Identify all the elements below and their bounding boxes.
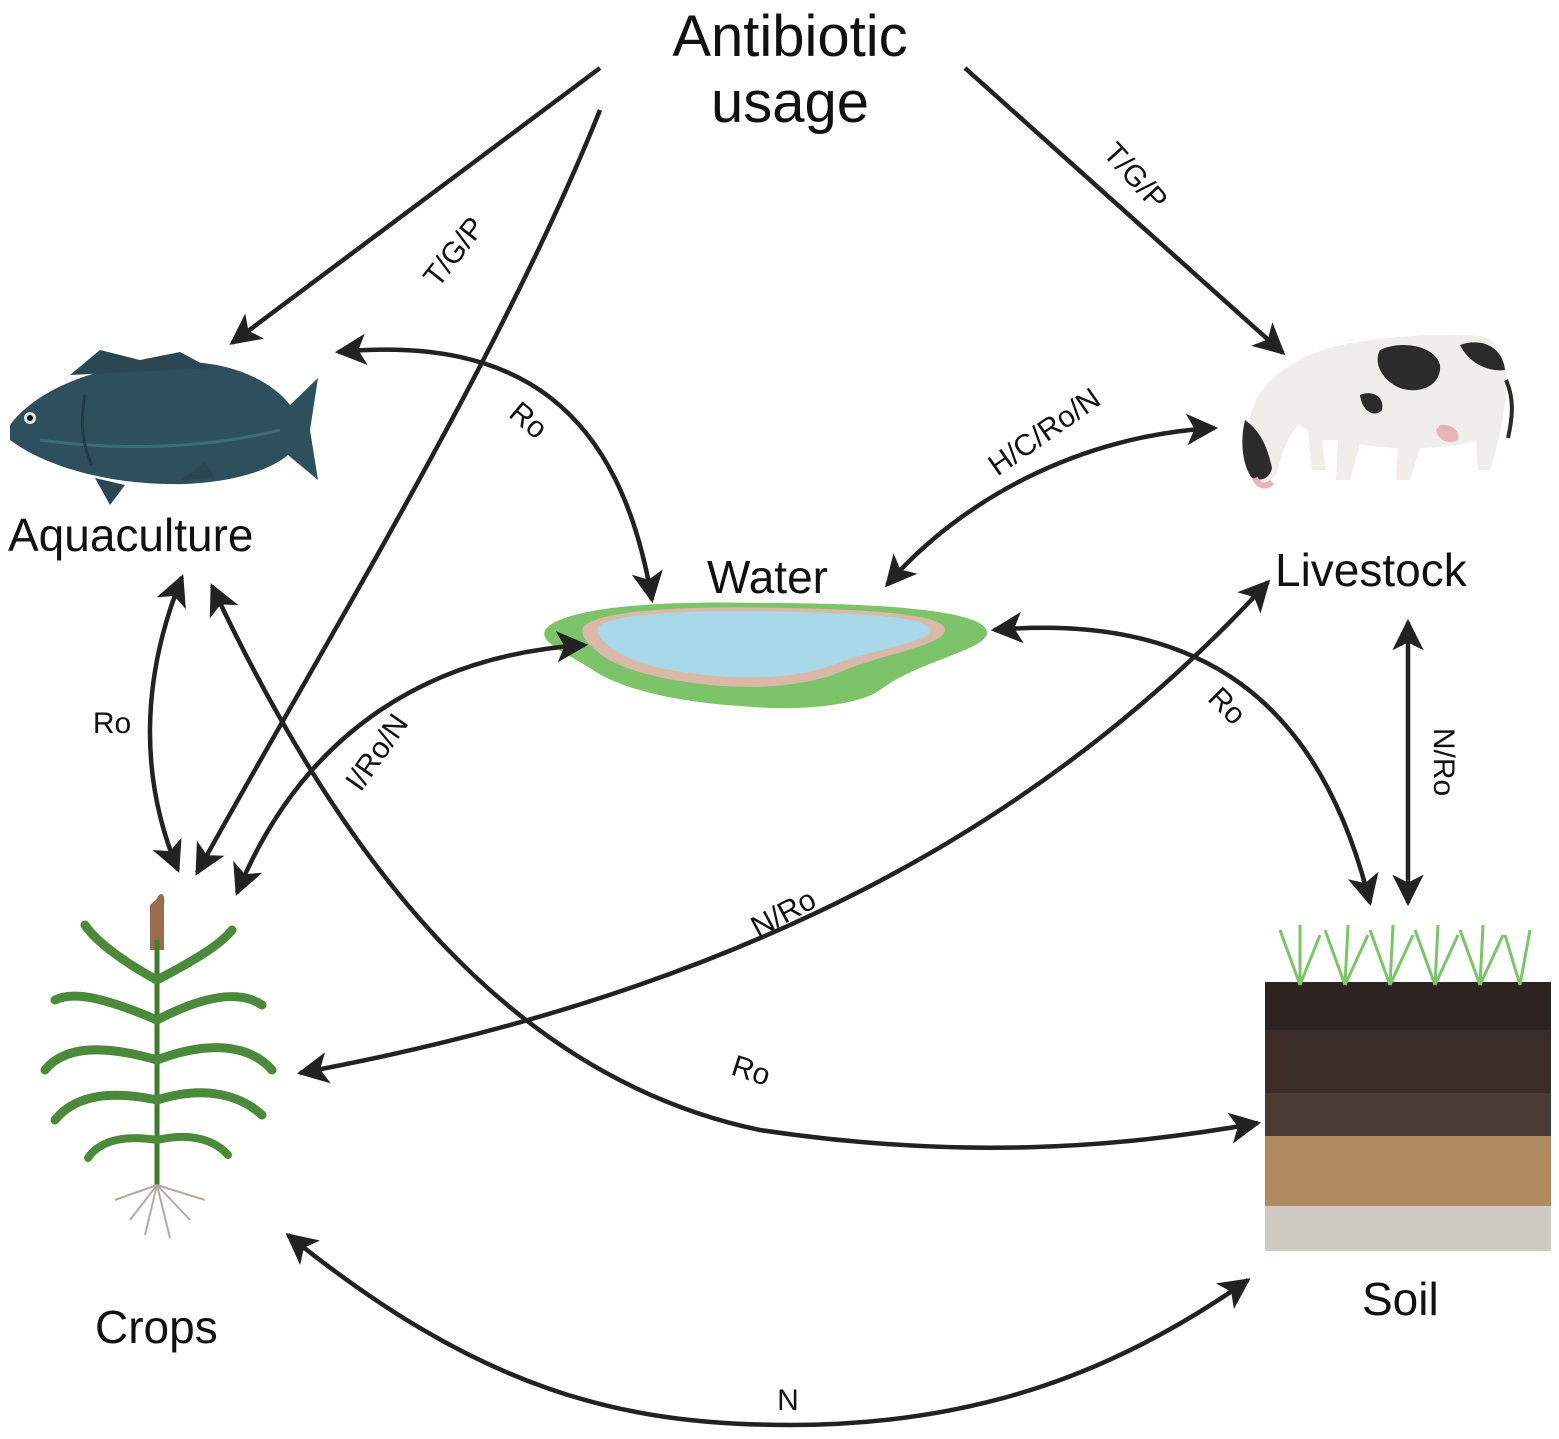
cow-icon [1242, 335, 1514, 489]
pond-icon [544, 602, 988, 709]
arrow-water-livestock [884, 413, 1219, 588]
node-label-crops: Crops [95, 1301, 218, 1353]
arrow-usage-livestock [963, 66, 1286, 356]
edge-label-usage-livestock: T/G/P [1097, 136, 1174, 216]
edge-label-livestock-crops: N/Ro [746, 883, 822, 944]
title-line-2: usage [710, 70, 870, 135]
arrow-aquaculture-soil [209, 583, 1262, 1150]
arrow-aquaculture-crops [147, 574, 186, 873]
node-label-aquaculture: Aquaculture [8, 509, 254, 561]
edge-label-usage-aquaculture: T/G/P [417, 211, 491, 293]
edge-label-aquaculture-soil: Ro [728, 1049, 775, 1092]
node-label-soil: Soil [1362, 1273, 1439, 1325]
arrow-usage-crops [195, 109, 603, 876]
title-antibiotic-usage: Antibiotic usage [590, 4, 990, 136]
title-line-1: Antibiotic [672, 4, 908, 69]
arrow-crops-soil [285, 1233, 1251, 1428]
fish-icon [10, 350, 318, 505]
arrow-crops-water [233, 631, 589, 896]
edge-label-crops-water: I/Ro/N [339, 708, 415, 797]
arrow-aquaculture-water [334, 333, 663, 604]
crop-plant-icon [40, 893, 277, 1239]
edge-label-livestock-soil: N/Ro [1427, 728, 1460, 796]
soil-block-icon [1265, 924, 1551, 1251]
edge-label-crops-soil: N [777, 1384, 799, 1417]
node-label-livestock: Livestock [1275, 544, 1467, 596]
node-label-water: Water [707, 551, 828, 603]
arrow-usage-aquaculture [229, 66, 602, 345]
edge-label-aquaculture-water: Ro [503, 396, 554, 446]
edge-label-aquaculture-crops: Ro [93, 707, 131, 740]
